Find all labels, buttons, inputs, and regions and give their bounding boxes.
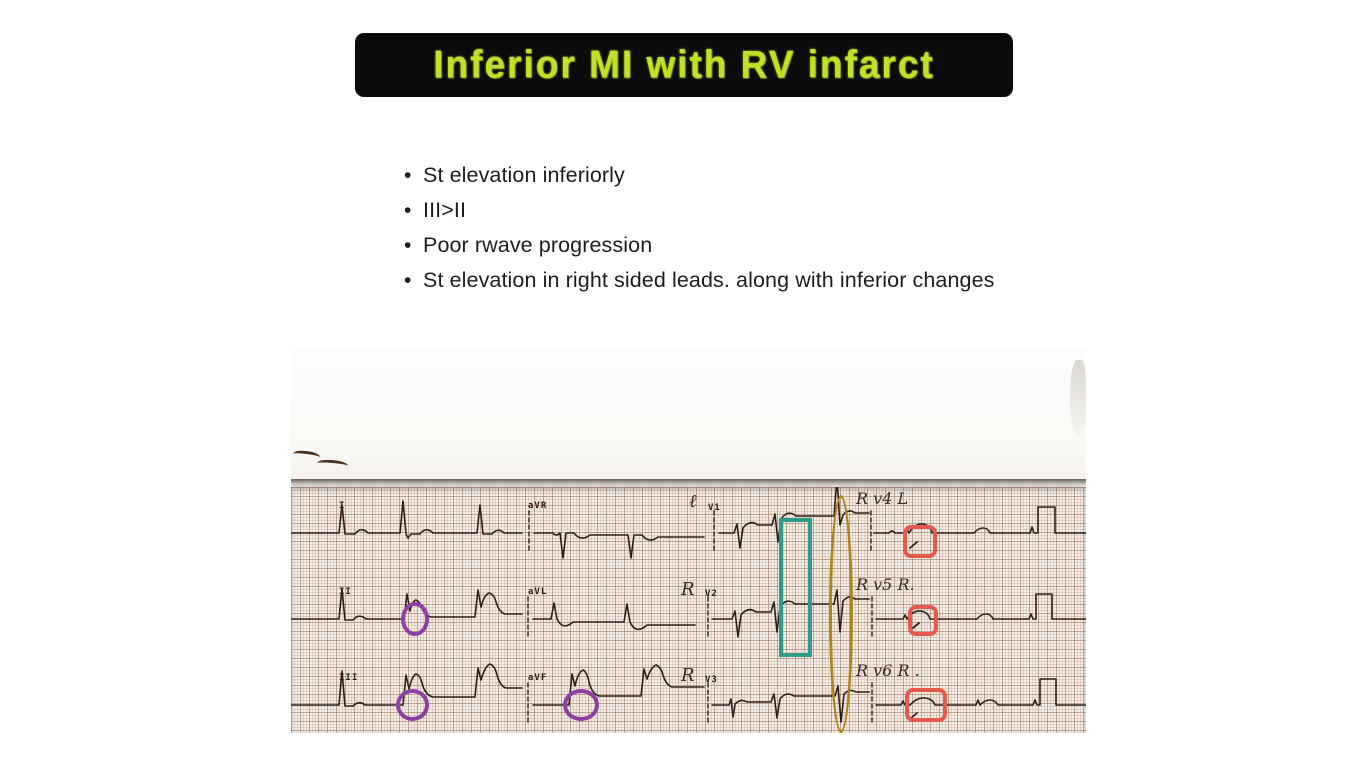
ecg-grid-paper: I aVR V1 II aVL V2 III aVF V3 ℓ R R R v4… (291, 487, 1086, 733)
lead-label-aVR: aVR (528, 501, 548, 511)
lead-label-I: I (339, 501, 346, 511)
lead-label-V1: V1 (708, 503, 721, 513)
bullet-item: St elevation in right sided leads. along… (404, 263, 1022, 298)
purple-circle-annotation-lead-iii (396, 689, 429, 721)
handwritten-mark-v1: ℓ (689, 491, 697, 512)
red-box-annotation-v5r (908, 605, 938, 636)
lead-label-V3: V3 (705, 675, 718, 685)
lead-label-II: II (339, 587, 352, 597)
bullet-list: St elevation inferiorly III>II Poor rwav… (404, 158, 1022, 298)
olive-ellipse-annotation (829, 495, 853, 733)
ecg-photo-blank-margin (291, 348, 1086, 488)
lead-label-aVF: aVF (528, 673, 548, 683)
bullet-item: Poor rwave progression (404, 228, 1022, 263)
teal-rectangle-annotation (779, 518, 812, 657)
bullet-item: St elevation inferiorly (404, 158, 1022, 193)
handwritten-label-v4r: R v4 L (856, 489, 909, 508)
title-banner: Inferior MI with RV infarct (355, 33, 1013, 97)
handwritten-mark-v2: R (681, 579, 695, 600)
red-box-annotation-v6r (905, 688, 947, 722)
bullet-item: III>II (404, 193, 1022, 228)
lead-label-III: III (339, 673, 359, 683)
purple-circle-annotation-lead-ii (401, 602, 429, 636)
page-title: Inferior MI with RV infarct (433, 43, 935, 86)
lead-label-V2: V2 (705, 589, 718, 599)
lead-label-aVL: aVL (528, 587, 548, 597)
purple-circle-annotation-lead-avf (563, 689, 599, 721)
photo-smudge (1070, 360, 1086, 436)
ecg-photo: I aVR V1 II aVL V2 III aVF V3 ℓ R R R v4… (291, 348, 1086, 733)
handwritten-mark-v3: R (681, 665, 695, 686)
handwritten-label-v6r: R v6 R . (856, 661, 920, 680)
handwritten-label-v5r: R v5 R. (856, 575, 915, 594)
red-box-annotation-v4r (903, 525, 937, 558)
paper-fold-shadow (291, 479, 1086, 488)
